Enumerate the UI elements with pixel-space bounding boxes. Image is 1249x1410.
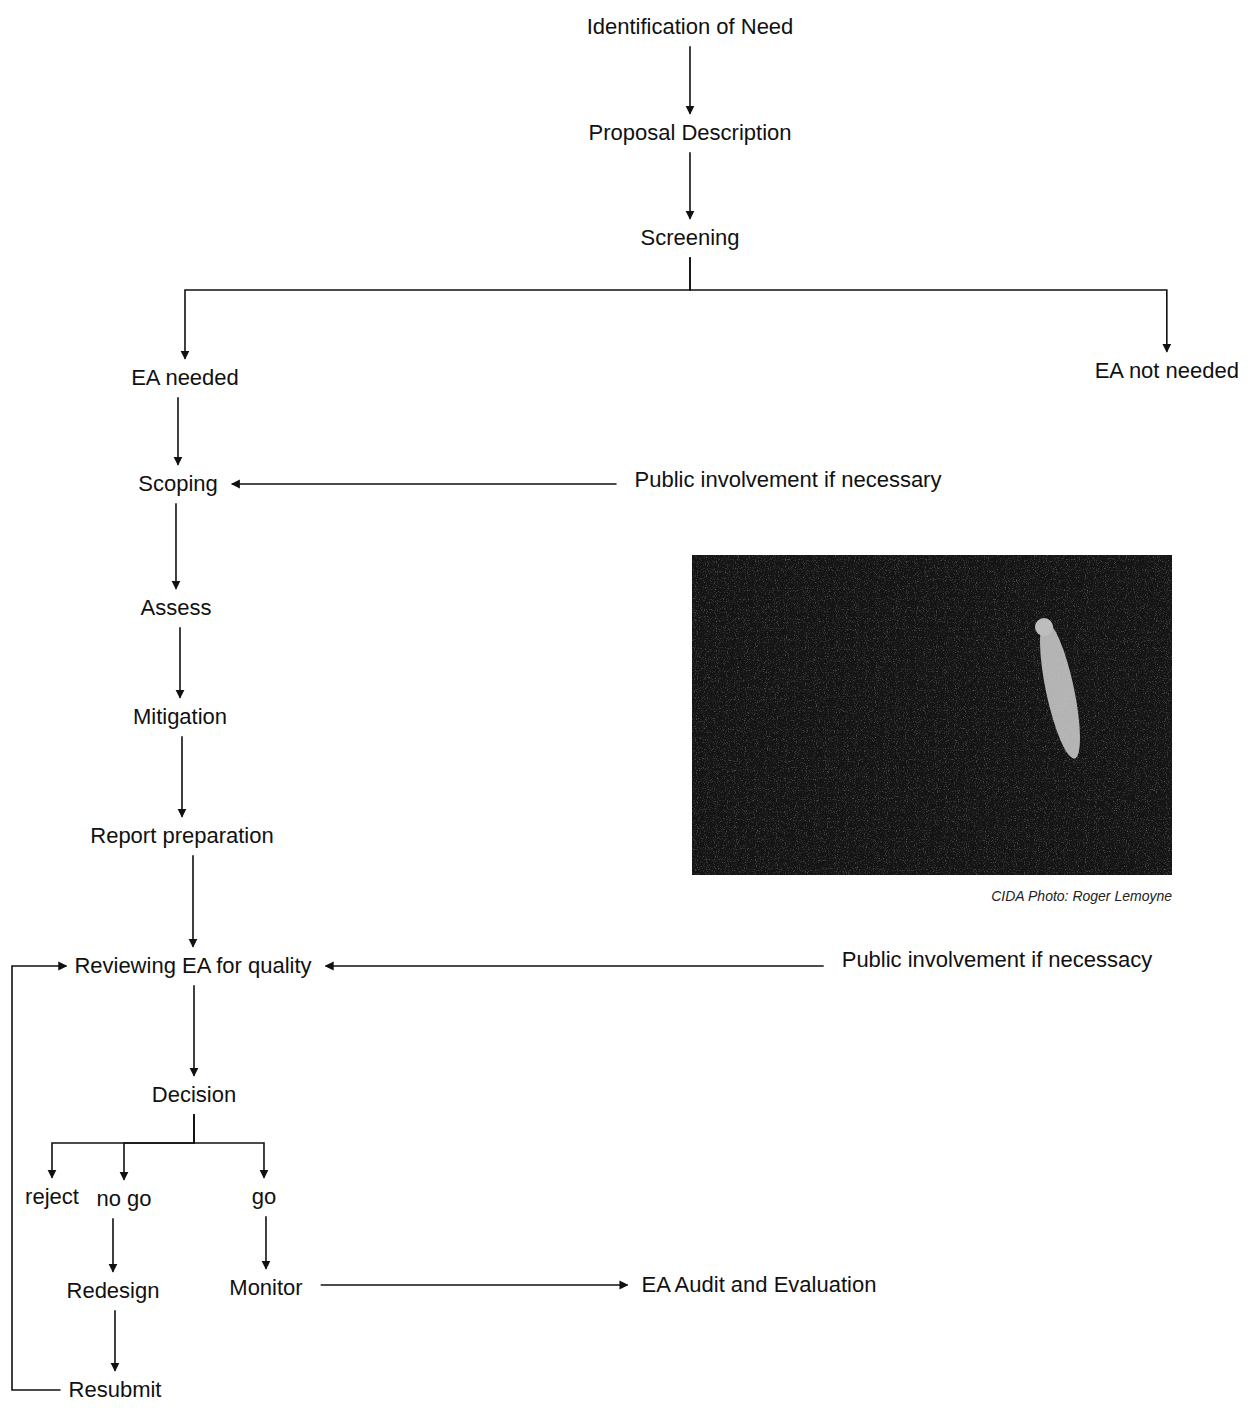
step-text: Resubmit <box>69 1377 162 1403</box>
step-label: EA Audit and Evaluation <box>638 1270 881 1300</box>
step-label: Monitor <box>225 1273 306 1303</box>
flow-arrow <box>232 483 617 485</box>
flow-arrow <box>124 1114 194 1180</box>
flow-arrow <box>192 855 194 947</box>
step-text: Reviewing EA for quality <box>74 953 311 979</box>
flow-arrow <box>52 1114 194 1178</box>
step-text: go <box>252 1184 276 1210</box>
step-text: EA not needed <box>1095 358 1239 384</box>
photo-figure <box>1032 619 1088 762</box>
step-label: Proposal Description <box>585 118 796 148</box>
step-text: Public involvement if necessary <box>635 467 942 493</box>
flow-arrow <box>12 966 66 1390</box>
flow-arrow <box>181 736 183 817</box>
step-text: Assess <box>141 595 212 621</box>
flow-arrow <box>689 46 691 114</box>
step-label: Screening <box>636 223 743 253</box>
step-label: no go <box>92 1184 155 1214</box>
step-text: Report preparation <box>90 823 273 849</box>
step-label: Assess <box>137 593 216 623</box>
flow-arrow <box>193 985 195 1076</box>
flow-arrow <box>326 965 824 967</box>
flow-arrow <box>194 1114 264 1178</box>
flow-arrow <box>321 1284 628 1286</box>
step-text: Public involvement if necessacy <box>842 947 1153 973</box>
step-text: Identification of Need <box>587 14 794 40</box>
flow-arrow <box>689 152 691 219</box>
photo-texture <box>692 555 1172 875</box>
step-label: Public involvement if necessacy <box>838 945 1157 975</box>
step-text: reject <box>25 1184 79 1210</box>
step-text: Redesign <box>67 1278 160 1304</box>
step-label: Identification of Need <box>583 12 798 42</box>
step-text: EA needed <box>131 365 239 391</box>
step-text: Mitigation <box>133 704 227 730</box>
step-text: Scoping <box>138 471 218 497</box>
step-text: Monitor <box>229 1275 302 1301</box>
step-label: reject <box>21 1182 83 1212</box>
step-text: EA Audit and Evaluation <box>642 1272 877 1298</box>
flow-arrow <box>177 397 179 465</box>
step-label: Reviewing EA for quality <box>70 951 315 981</box>
step-text: Decision <box>152 1082 236 1108</box>
step-text: Proposal Description <box>589 120 792 146</box>
photo-figure-head <box>1035 618 1053 636</box>
step-label: Scoping <box>134 469 222 499</box>
flow-arrow <box>185 257 690 359</box>
step-label: Decision <box>148 1080 240 1110</box>
step-label: Resubmit <box>65 1375 166 1405</box>
flow-arrow <box>175 503 177 589</box>
step-label: Report preparation <box>86 821 277 851</box>
step-label: EA needed <box>127 363 243 393</box>
step-label: EA not needed <box>1091 356 1243 386</box>
step-label: Redesign <box>63 1276 164 1306</box>
step-text: no go <box>96 1186 151 1212</box>
flow-arrow <box>114 1310 116 1371</box>
step-text: Screening <box>640 225 739 251</box>
photo-ground <box>692 555 1172 875</box>
step-label: go <box>248 1182 280 1212</box>
photo-illustration <box>692 555 1172 875</box>
flow-arrow <box>265 1216 267 1269</box>
flow-arrow <box>179 627 181 698</box>
step-label: Mitigation <box>129 702 231 732</box>
flow-arrow <box>112 1218 114 1272</box>
flow-arrow <box>690 257 1167 352</box>
step-label: Public involvement if necessary <box>631 465 946 495</box>
photo-credit: CIDA Photo: Roger Lemoyne <box>991 888 1172 904</box>
